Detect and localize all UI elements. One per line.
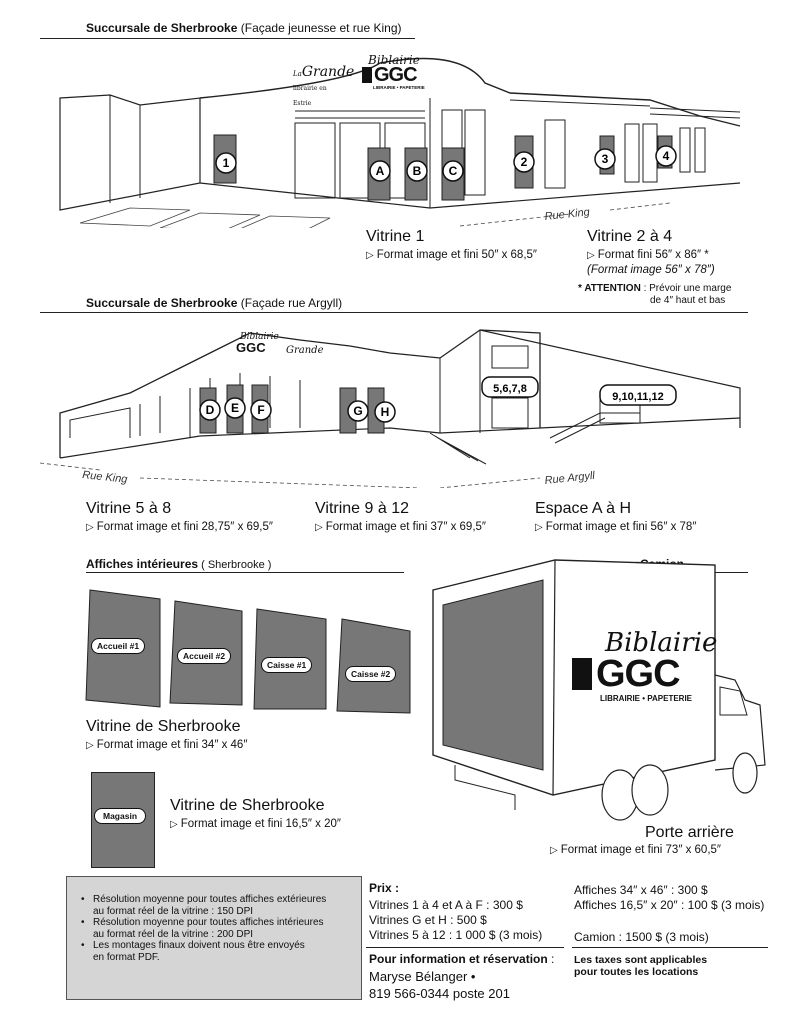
window-group-5-8-label: 5,6,7,8 [493, 383, 527, 395]
contact-name: Maryse Bélanger • [369, 969, 476, 984]
window-marker-c [442, 160, 464, 182]
divider [366, 947, 564, 948]
vitrine9-12-format: ▷Format image et fini 37″ x 69,5″ [315, 521, 486, 533]
window-marker-h [374, 401, 396, 423]
section3-title: Affiches intérieures ( Sherbrooke ) [86, 557, 272, 571]
window-label-d: D [206, 403, 215, 417]
window-marker-d [199, 399, 221, 421]
window-marker-e [224, 397, 246, 419]
window-label-4: 4 [663, 149, 670, 163]
street-label-king: Rue King [544, 206, 591, 223]
la-grande-librairie-logo: LaGrande librairie en Estrie [293, 64, 355, 107]
la-grande-logo-2: Grande [286, 345, 324, 356]
window-markers-argyll: D E F G H 5,6,7,8 9,10,11,12 Rue King Ru… [82, 376, 677, 487]
poster-label-accueil-2: Accueil #2 [177, 648, 232, 664]
ggc-logo: GGC [362, 64, 418, 87]
building-illustration-argyll [40, 329, 741, 488]
note-item: Résolution moyenne pour toutes affiches … [81, 917, 361, 940]
poster-label-accueil-1: Accueil #1 [91, 638, 146, 654]
attention-note-line2: de 4″ haut et bas [650, 295, 726, 306]
vitrine5-8-format: ▷Format image et fini 28,75″ x 69,5″ [86, 521, 273, 533]
window-marker-f [250, 399, 272, 421]
espace-a-h-title: Espace A à H [535, 500, 632, 517]
window-label-b: B [413, 164, 422, 178]
vitrine-sherbrooke-format: ▷Format image et fini 34″ x 46″ [86, 739, 248, 751]
window-group-5-8 [481, 376, 539, 398]
vitrine-sherbrooke-title: Vitrine de Sherbrooke [86, 718, 241, 735]
window-label-h: H [381, 405, 390, 419]
window-markers-king: 1 A B C 2 3 4 Rue King [215, 145, 677, 223]
note-item: Résolution moyenne pour toutes affiches … [81, 894, 361, 917]
biblairie-logo-text: Biblairie [368, 53, 420, 67]
vitrine-sherbrooke-2-title: Vitrine de Sherbrooke [170, 797, 325, 814]
vitrine5-8-title: Vitrine 5 à 8 [86, 500, 172, 517]
street-label-argyll: Rue Argyll [544, 470, 596, 487]
porte-arriere-format: ▷Format image et fini 73″ x 60,5″ [550, 844, 721, 856]
truck-biblairie-logo: Biblairie [605, 628, 718, 658]
info-label: Pour information et réservation : [369, 952, 555, 966]
window-marker-1 [215, 152, 237, 174]
attention-note: * ATTENTION : Prévoir une marge [578, 283, 732, 294]
prix-vitrines-5-12: Vitrines 5 à 12 : 1 000 $ (3 mois) [369, 928, 543, 942]
window-group-9-12-label: 9,10,11,12 [612, 391, 663, 403]
prix-affiches-34x46: Affiches 34″ x 46″ : 300 $ [574, 883, 708, 897]
window-label-f: F [257, 403, 264, 417]
divider [40, 312, 748, 313]
window-marker-2 [513, 151, 535, 173]
vitrine1-format: ▷Format image et fini 50″ x 68,5″ [366, 249, 537, 261]
magasin-label: Magasin [94, 808, 147, 824]
vitrine1-title: Vitrine 1 [366, 228, 425, 245]
prix-affiches-16x20: Affiches 16,5″ x 20″ : 100 $ (3 mois) [574, 898, 765, 912]
ggc-logo-2: GGC [236, 340, 266, 355]
window-marker-g [347, 400, 369, 422]
truck-logo-sub: LIBRAIRIE • PAPETERIE [600, 694, 692, 703]
window-marker-b [406, 160, 428, 182]
vitrine2-4-image-format: (Format image 56″ x 78″) [587, 264, 715, 276]
biblairie-logo-text-2: Biblairie [240, 332, 279, 342]
window-marker-4 [655, 145, 677, 167]
vitrine9-12-title: Vitrine 9 à 12 [315, 500, 409, 517]
window-label-a: A [376, 164, 385, 178]
contact-phone[interactable]: 819 566-0344 poste 201 [369, 986, 510, 1001]
window-label-1: 1 [223, 156, 230, 170]
divider [40, 38, 415, 39]
divider [572, 947, 768, 948]
vitrine2-4-title: Vitrine 2 à 4 [587, 228, 673, 245]
street-label-king-2: Rue King [82, 469, 129, 486]
prix-camion: Camion : 1500 $ (3 mois) [574, 930, 709, 944]
section1-title: Succursale de Sherbrooke (Façade jeuness… [86, 21, 402, 35]
truck-ggc-logo: GGC [572, 654, 681, 694]
resolution-notes-box: Résolution moyenne pour toutes affiches … [66, 876, 362, 1000]
ggc-logo-sub: LIBRAIRIE • PAPETERIE [373, 85, 425, 90]
window-group-9-12 [599, 384, 677, 406]
divider [86, 572, 404, 573]
prix-vitrines-1-4: Vitrines 1 à 4 et A à F : 300 $ [369, 898, 523, 912]
espace-a-h-format: ▷Format image et fini 56″ x 78″ [535, 521, 697, 533]
window-marker-a [369, 160, 391, 182]
window-label-g: G [353, 404, 362, 418]
poster-label-caisse-2: Caisse #2 [345, 666, 397, 682]
prix-label: Prix : [369, 881, 400, 895]
window-label-c: C [449, 164, 458, 178]
section2-title: Succursale de Sherbrooke (Façade rue Arg… [86, 296, 343, 310]
resolution-notes-list: Résolution moyenne pour toutes affiches … [81, 894, 361, 963]
window-label-e: E [231, 401, 239, 415]
window-label-2: 2 [521, 155, 528, 169]
porte-arriere-title: Porte arrière [645, 824, 734, 841]
prix-vitrines-g-h: Vitrines G et H : 500 $ [369, 913, 487, 927]
vitrine-sherbrooke-2-format: ▷Format image et fini 16,5″ x 20″ [170, 818, 341, 830]
window-marker-3 [594, 148, 616, 170]
window-label-3: 3 [602, 152, 609, 166]
note-item: Les montages finaux doivent nous être en… [81, 940, 361, 963]
vitrine2-4-format: ▷Format fini 56″ x 86″ * [587, 249, 709, 261]
poster-label-caisse-1: Caisse #1 [261, 657, 313, 673]
